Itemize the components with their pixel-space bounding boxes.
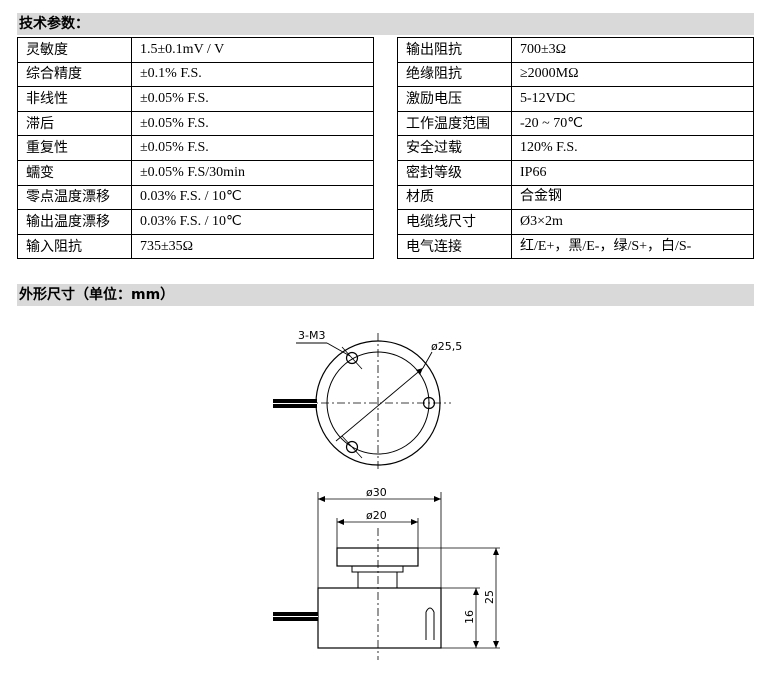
boss-dia-arrow-right [411,519,418,525]
spec-row: 蠕变±0.05% F.S/30min [17,159,374,186]
spec-label: 激励电压 [397,86,512,112]
spec-label: 电气连接 [397,233,512,260]
spec-row: 滞后±0.05% F.S. [17,110,374,137]
total-height-arrow-bottom [493,641,499,648]
pcd-leader [422,351,433,369]
mounting-hole-1 [345,351,359,365]
load-cell-drawing: 3-M3 ø25,5 ø30 ø20 25 16 [273,329,500,660]
spec-value: 红/E+，黑/E-，绿/S+，白/S- [511,233,754,260]
cable-gland-slot [425,607,435,640]
boss-stem [357,571,398,589]
boss-dia-arrow-left [337,519,344,525]
spec-value: 0.03% F.S. / 10℃ [131,209,374,235]
spec-label: 灵敏度 [17,37,132,63]
dimensions-section-header: 外形尺寸（单位：mm） [17,284,754,306]
specs-section-title: 技术参数： [19,16,89,32]
spec-value: ±0.05% F.S. [131,135,374,161]
outer-dia-arrow-right [434,496,441,502]
body-height-arrow-top [473,588,479,595]
top-view [273,333,451,472]
spec-value: 5-12VDC [511,86,754,112]
hole-3-cross [341,435,363,459]
spec-row: 材质合金钢 [397,184,754,211]
spec-label: 非线性 [17,86,132,112]
spec-label: 安全过载 [397,135,512,161]
outer-dia-label: ø30 [366,486,387,499]
pcd-label: ø25,5 [431,340,462,353]
spec-row: 工作温度范围-20 ~ 70℃ [397,110,754,137]
mounting-hole-3 [345,440,359,454]
main-body [317,587,442,649]
pcd-dimension-line [335,367,424,442]
spec-row: 非线性±0.05% F.S. [17,86,374,112]
spec-value: 735±35Ω [131,233,374,260]
spec-label: 滞后 [17,110,132,137]
spec-label: 输出温度漂移 [17,209,132,235]
spec-value: 1.5±0.1mV / V [131,37,374,63]
spec-row: 电气连接红/E+，黑/E-，绿/S+，白/S- [397,233,754,260]
total-height-arrow-top [493,548,499,555]
body-height-arrow-bottom [473,641,479,648]
spec-row: 重复性±0.05% F.S. [17,135,374,161]
spec-row: 综合精度±0.1% F.S. [17,61,374,88]
spec-value: 700±3Ω [511,37,754,63]
spec-value: ≥2000MΩ [511,61,754,88]
boss-cap [336,547,419,567]
spec-value: Ø3×2m [511,209,754,235]
spec-value: 合金钢 [511,184,754,211]
spec-value: ±0.05% F.S. [131,86,374,112]
side-view [273,492,500,660]
dimensions-section-title: 外形尺寸（单位：mm） [19,287,175,303]
spec-value: -20 ~ 70℃ [511,110,754,137]
spec-label: 密封等级 [397,159,512,186]
spec-label: 电缆线尺寸 [397,209,512,235]
spec-value: IP66 [511,159,754,186]
boss-dia-label: ø20 [366,509,387,522]
spec-label: 综合精度 [17,61,132,88]
specs-section-header: 技术参数： [17,13,754,35]
mounting-hole-2 [422,396,436,410]
outer-dia-arrow-left [318,496,325,502]
spec-row: 绝缘阻抗≥2000MΩ [397,61,754,88]
spec-value: ±0.1% F.S. [131,61,374,88]
hole-label: 3-M3 [298,329,325,342]
spec-label: 输出阻抗 [397,37,512,63]
spec-label: 工作温度范围 [397,110,512,137]
spec-value: 120% F.S. [511,135,754,161]
spec-label: 零点温度漂移 [17,184,132,211]
spec-label: 重复性 [17,135,132,161]
spec-label: 输入阻抗 [17,233,132,260]
boss-neck [351,565,404,573]
spec-label: 材质 [397,184,512,211]
pcd-arrow-head [416,368,423,375]
spec-label: 蠕变 [17,159,132,186]
hole-leader [326,342,351,357]
body-height-label: 16 [463,610,476,624]
spec-value: ±0.05% F.S. [131,110,374,137]
spec-label: 绝缘阻抗 [397,61,512,88]
hole-1-cross [341,346,363,370]
total-height-label: 25 [483,590,496,604]
spec-value: ±0.05% F.S/30min [131,159,374,186]
spec-value: 0.03% F.S. / 10℃ [131,184,374,211]
